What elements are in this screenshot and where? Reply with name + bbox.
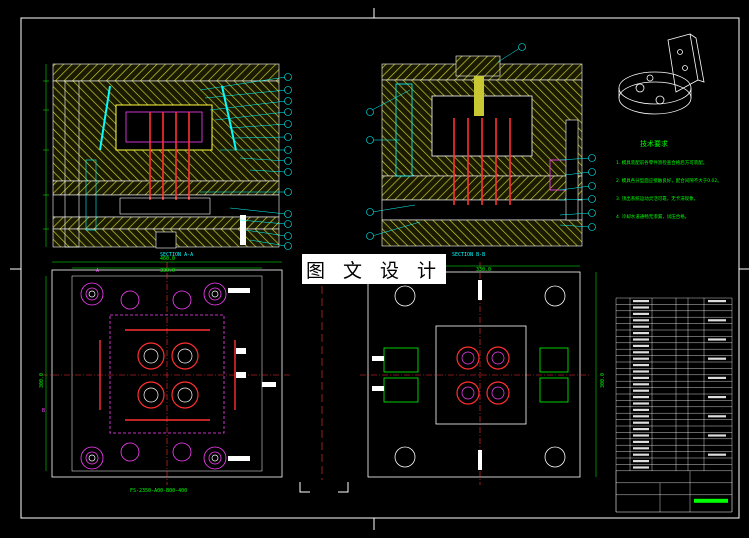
dim-top-left-b: 330.0 — [160, 268, 175, 274]
dim-top-right-a: 330.0 — [476, 267, 491, 273]
note-line-2: 2. 模具各分型面应接触良好，配合间隙不大于0.02。 — [616, 177, 722, 184]
plan-view-fixed-half: 330.0 300.0 — [360, 262, 606, 485]
bottom-caption: FS-2350-A00-B00-400 — [130, 488, 187, 494]
note-line-4: 4. 冷却水道通畅无渗漏，试压合格。 — [616, 213, 689, 220]
bill-of-materials — [615, 297, 733, 513]
dim-top-left-a: 460.0 — [160, 256, 175, 262]
note-line-1: 1. 模具装配前各零件须检查合格后方可装配。 — [616, 159, 707, 166]
watermark-banner: 图 文 设 计 — [302, 254, 446, 284]
section-a-a-view: SECTION A-A — [43, 63, 292, 258]
part-isometric-view — [618, 33, 705, 115]
plan-view-moving-half: 460.0 330.0 300.0 A B FS-2350-A00-B00-40… — [39, 256, 292, 494]
technical-notes: 技术要求 1. 模具装配前各零件须检查合格后方可装配。 2. 模具各分型面应接触… — [616, 139, 722, 220]
section-b-b-label: SECTION B-B — [452, 252, 485, 258]
section-a-a-label: SECTION A-A — [160, 252, 193, 258]
drawing-border — [20, 17, 740, 519]
notes-title: 技术要求 — [640, 139, 668, 148]
cut-line-markers — [299, 286, 349, 493]
section-b-b-view: SECTION B-B — [366, 43, 596, 258]
mark-a-label: A — [96, 268, 99, 274]
dim-left-vert: 300.0 — [39, 373, 45, 388]
mark-b-label: B — [42, 408, 45, 414]
dim-right-vert: 300.0 — [600, 373, 606, 388]
note-line-3: 3. 顶出系统运动灵活可靠，无卡滞现象。 — [616, 195, 698, 202]
